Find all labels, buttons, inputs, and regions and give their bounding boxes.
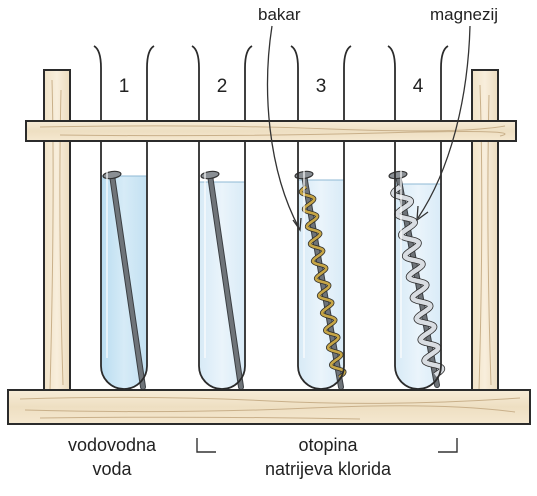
test-tube-1 — [93, 45, 155, 390]
nail-1 — [110, 173, 145, 389]
tube-glass-2 — [191, 45, 253, 390]
bracket-right — [438, 438, 458, 453]
test-tube-3 — [290, 45, 352, 390]
tube-glass-1 — [93, 45, 155, 390]
label-salt-solution-line2: natrijeva klorida — [265, 459, 392, 479]
arrow-magnesium — [417, 25, 471, 219]
tube-number-3: 3 — [316, 76, 327, 97]
bracket-left — [196, 438, 216, 453]
nail-head-4 — [388, 170, 408, 180]
label-tap-water-line1: vodovodna — [68, 435, 157, 455]
tube-number-2: 2 — [217, 76, 228, 97]
arrow-magnesium-head — [416, 205, 429, 222]
magnesium-coil — [391, 184, 445, 378]
test-tube-2 — [191, 45, 253, 390]
arrow-copper-head — [292, 217, 302, 232]
label-tap-water-line2: voda — [92, 459, 132, 479]
label-copper: bakar — [258, 5, 301, 24]
label-salt-solution-line1: otopina — [298, 435, 358, 455]
test-tubes — [93, 45, 449, 390]
rack-top-bar — [25, 120, 517, 142]
rack-base — [7, 389, 531, 425]
tube-glass-4 — [387, 45, 449, 390]
tube-number-1: 1 — [119, 76, 130, 97]
rack-right-post — [471, 69, 499, 399]
nail-head-2 — [200, 170, 220, 180]
tube-glass-3 — [290, 45, 352, 390]
copper-coil — [299, 185, 346, 379]
nail-2 — [208, 173, 243, 389]
rack-left-post — [43, 69, 71, 399]
arrow-copper — [266, 25, 300, 229]
label-magnesium: magnezij — [430, 5, 498, 24]
tube-number-4: 4 — [413, 76, 424, 97]
